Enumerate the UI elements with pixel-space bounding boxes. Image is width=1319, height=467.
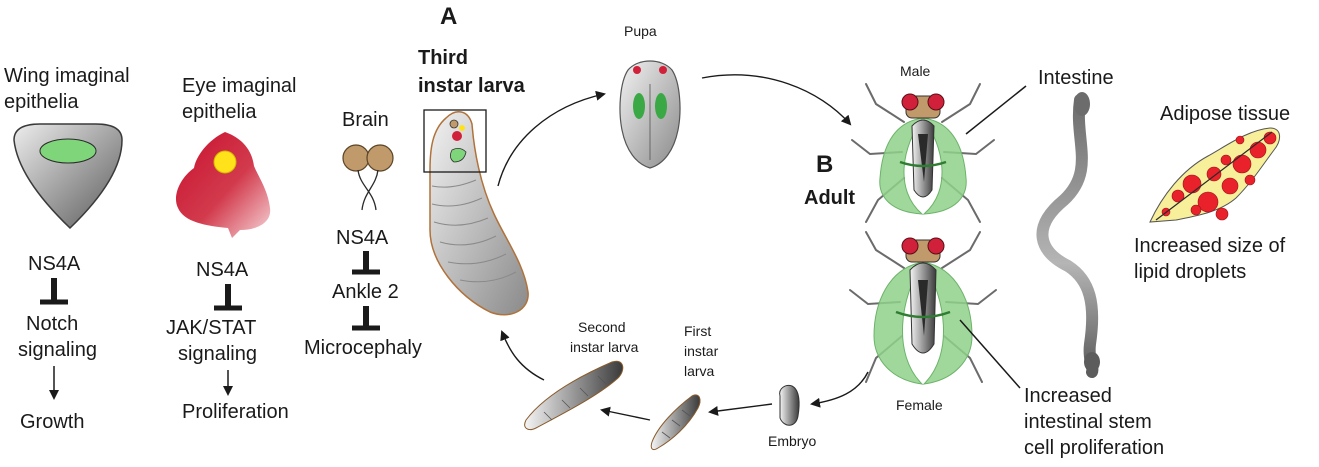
eye-gene-label: NS4A (196, 259, 249, 281)
wing-outcome-label: Growth (20, 411, 84, 433)
arrow-adult-to-embryo (810, 371, 869, 408)
male-fly-illustration (851, 83, 995, 223)
brain-inhibition-symbol-2 (352, 306, 380, 331)
eye-outcome-label: Proliferation (182, 401, 289, 423)
brain-inhibition-symbol-1 (352, 251, 380, 275)
second-instar-label-line1: Second (578, 319, 625, 335)
first-instar-label-line1: First (684, 323, 711, 339)
adipose-tissue-illustration (1149, 127, 1280, 223)
eye-inhibition-symbol (214, 284, 242, 311)
wing-gene-label: NS4A (28, 253, 81, 275)
adipose-effect-line1: Increased size of (1134, 235, 1286, 257)
wing-title-line2: epithelia (4, 91, 79, 113)
intestine-effect-line3: cell proliferation (1024, 437, 1164, 459)
third-instar-label-line1: Third (418, 47, 468, 69)
adipose-effect-line2: lipid droplets (1134, 261, 1246, 283)
eye-title-line2: epithelia (182, 101, 257, 123)
third-instar-larva-illustration (423, 109, 529, 316)
arrow-pupa-to-adult (701, 74, 852, 126)
eye-title-line1: Eye imaginal (182, 75, 297, 97)
second-instar-label-line2: instar larva (570, 339, 639, 355)
brain-target-label: Ankle 2 (332, 281, 399, 303)
female-label: Female (896, 397, 943, 413)
eye-pathway-line1: JAK/STAT (166, 317, 256, 339)
brain-outcome-label: Microcephaly (304, 337, 422, 359)
wing-title-line1: Wing imaginal (4, 65, 130, 87)
female-fly-illustration (849, 231, 997, 385)
embryo-illustration (779, 385, 800, 426)
wing-disc-illustration (13, 123, 123, 230)
first-instar-label-line2: instar (684, 343, 719, 359)
male-label: Male (900, 63, 931, 79)
brain-gene-label: NS4A (336, 227, 389, 249)
intestine-pointer-line (965, 85, 1027, 135)
pupa-label: Pupa (624, 23, 657, 39)
wing-inhibition-symbol (40, 278, 68, 305)
intestine-illustration (1036, 92, 1100, 378)
arrow-larva-to-pupa (497, 90, 606, 187)
panel-label-b: B (816, 151, 833, 178)
pupa-illustration (619, 60, 681, 169)
eye-disc-illustration (175, 132, 271, 238)
panel-label-a: A (440, 3, 457, 30)
brain-title: Brain (342, 109, 389, 131)
adult-label: Adult (804, 187, 855, 209)
arrow-first-to-second-instar (600, 406, 651, 421)
adipose-title: Adipose tissue (1160, 103, 1290, 125)
first-instar-label-line3: larva (684, 363, 715, 379)
third-instar-label-line2: instar larva (418, 75, 526, 97)
wing-pathway-line2: signaling (18, 339, 97, 361)
second-instar-larva-illustration (524, 360, 624, 431)
intestine-effect-line1: Increased (1024, 385, 1112, 407)
brain-illustration (342, 144, 394, 211)
intestine-title: Intestine (1038, 67, 1114, 89)
arrow-embryo-to-first-instar (708, 403, 773, 416)
intestine-effect-line2: intestinal stem (1024, 411, 1152, 433)
first-instar-larva-illustration (650, 394, 701, 451)
embryo-label: Embryo (768, 433, 816, 449)
arrow-second-to-third-instar (500, 330, 545, 381)
wing-pathway-line1: Notch (26, 313, 78, 335)
intestine-effect-pointer-line (959, 319, 1021, 389)
eye-pathway-line2: signaling (178, 343, 257, 365)
